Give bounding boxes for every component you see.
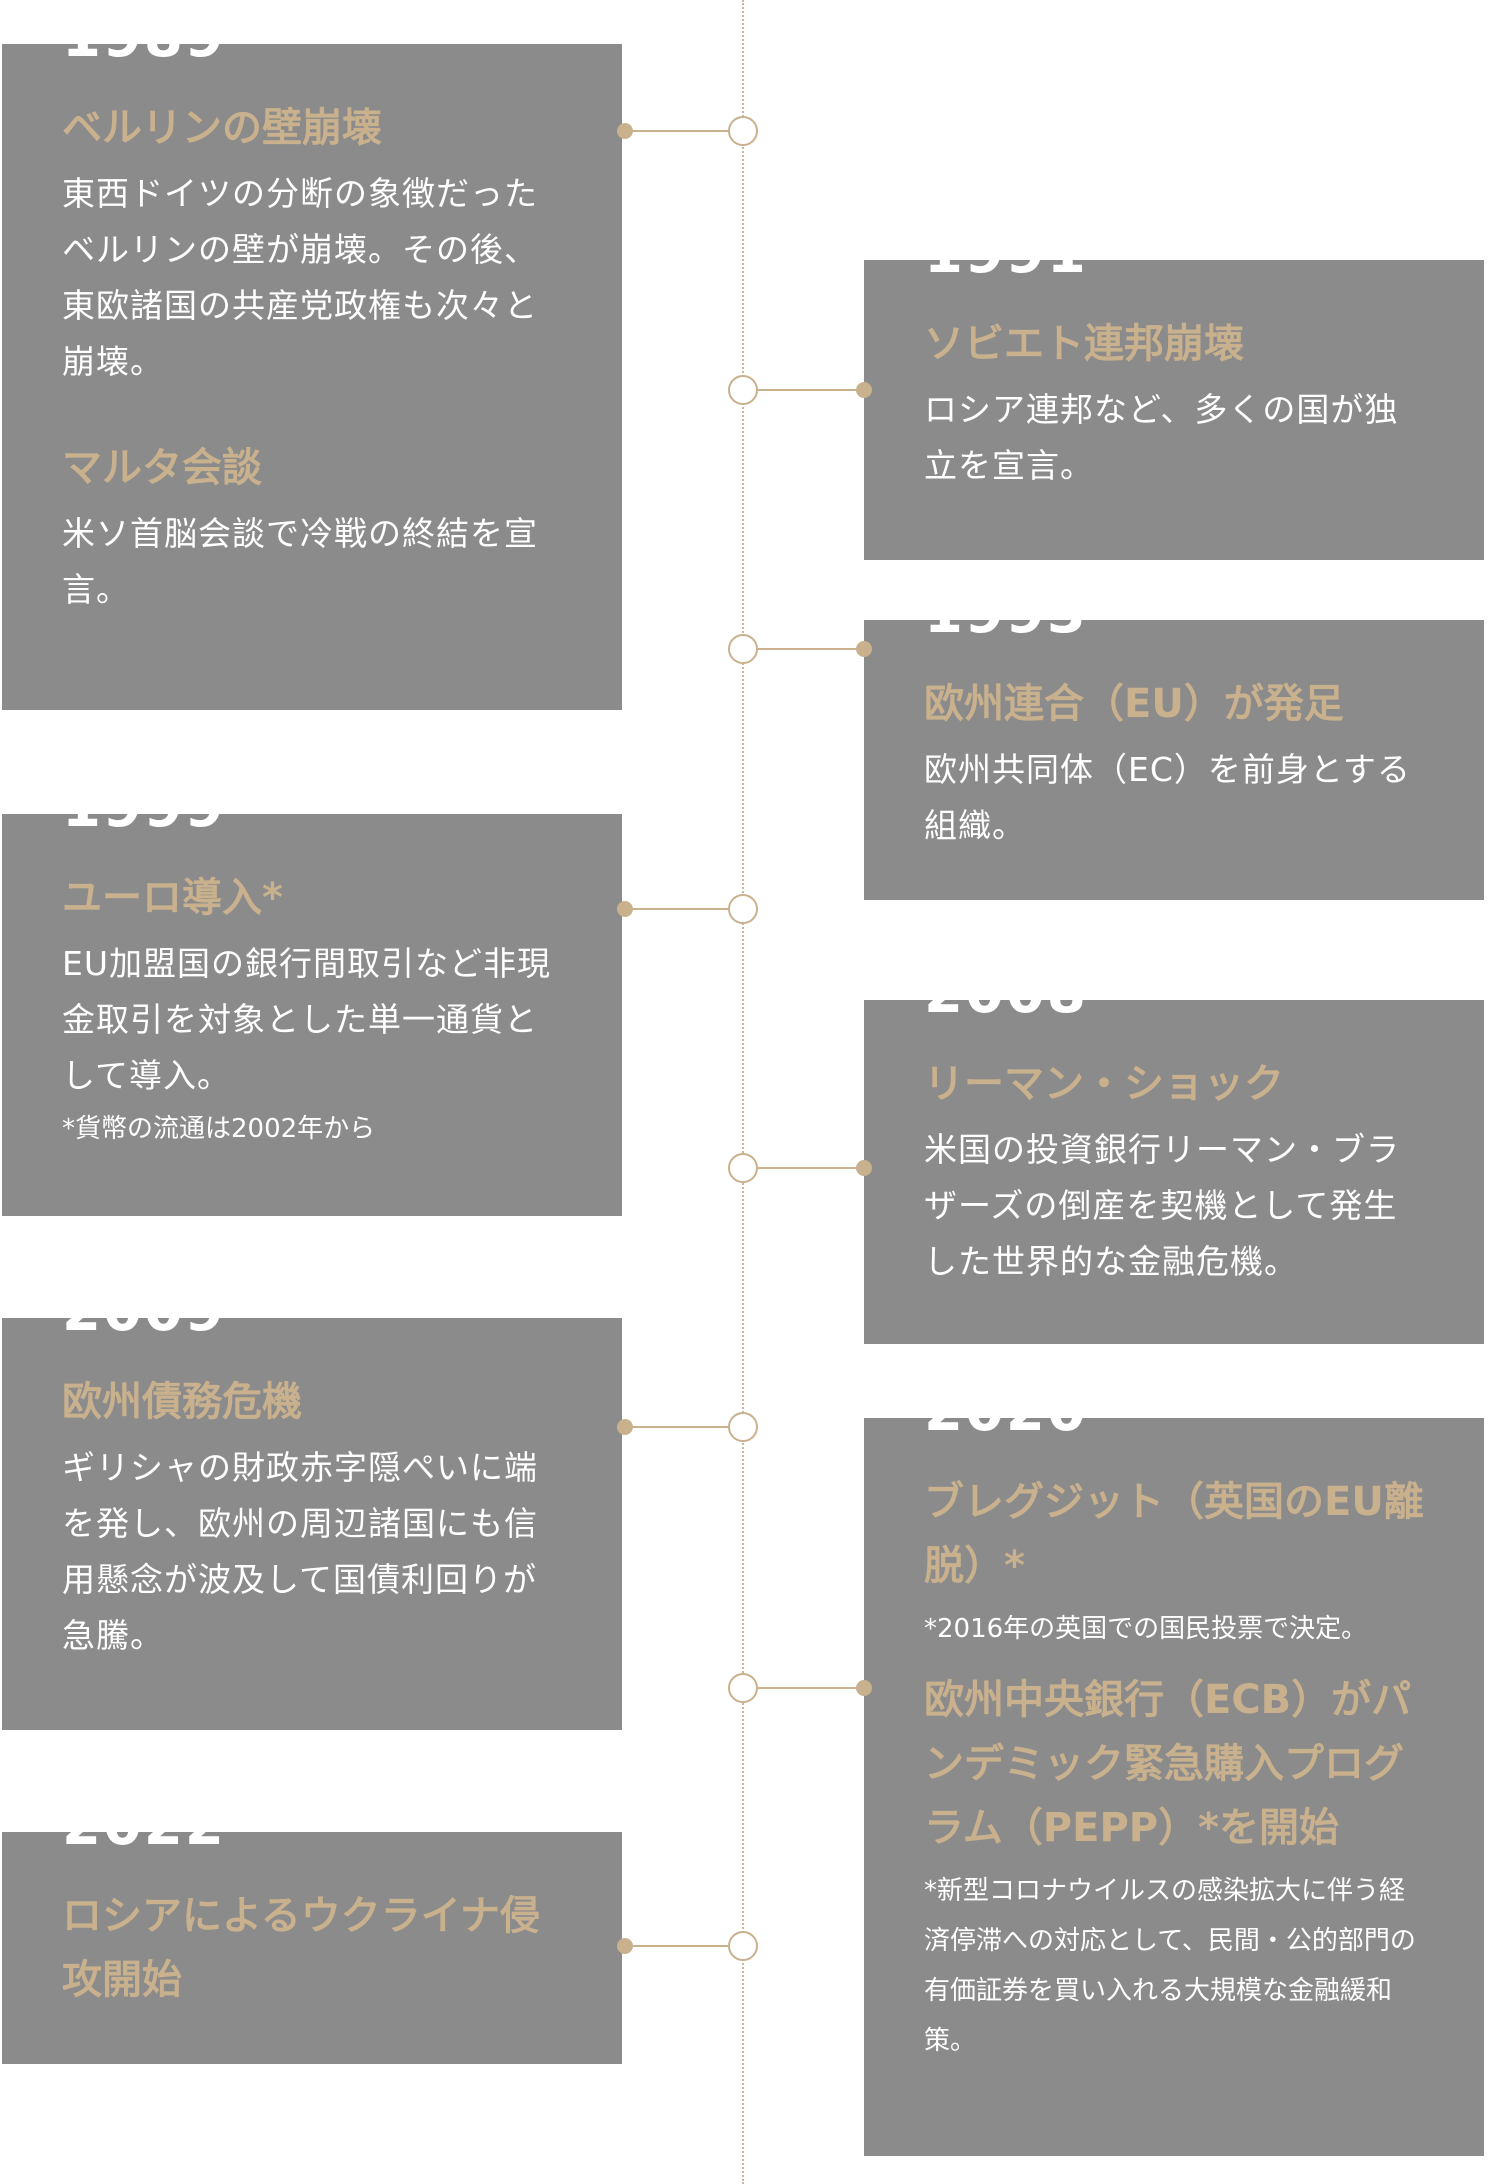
event-year: 2008: [924, 1000, 1088, 1022]
event-card-1993: 1993 欧州連合（EU）が発足 欧州共同体（EC）を前身とする組織。: [864, 620, 1484, 900]
timeline-node: [728, 894, 758, 924]
event-title: ロシアによるウクライナ侵攻開始: [62, 1893, 540, 2003]
event-title: 欧州債務危機: [62, 1379, 302, 1425]
event-body: 東西ドイツの分断の象徴だったベルリンの壁が崩壊。その後、東欧諸国の共産党政権も次…: [62, 174, 538, 381]
event-year: 1989: [62, 44, 226, 66]
connector-dot: [856, 1160, 872, 1176]
event-body: ロシア連邦など、多くの国が独立を宣言。: [924, 390, 1399, 485]
timeline-node: [728, 116, 758, 146]
timeline-axis: [742, 0, 744, 2184]
event-card-1999: 1999 ユーロ導入* EU加盟国の銀行間取引など非現金取引を対象とした単一通貨…: [2, 814, 622, 1216]
event-year: 1993: [924, 620, 1088, 642]
timeline-node: [728, 375, 758, 405]
event-note: *2016年の英国での国民投票で決定。: [924, 1614, 1368, 1644]
timeline-node: [728, 1412, 758, 1442]
event-year: 2009: [62, 1318, 226, 1340]
event-title: 欧州連合（EU）が発足: [924, 681, 1344, 727]
event-card-1991: 1991 ソビエト連邦崩壊 ロシア連邦など、多くの国が独立を宣言。: [864, 260, 1484, 560]
timeline-node: [728, 1931, 758, 1961]
event-card-2022: 2022 ロシアによるウクライナ侵攻開始: [2, 1832, 622, 2064]
event-year: 1991: [924, 260, 1088, 282]
timeline-node: [728, 634, 758, 664]
event-body: 米国の投資銀行リーマン・ブラザーズの倒産を契機として発生した世界的な金融危機。: [924, 1130, 1400, 1281]
event-title: ユーロ導入*: [62, 875, 283, 921]
event-note: *新型コロナウイルスの感染拡大に伴う経済停滞への対応として、民間・公的部門の有価…: [924, 1876, 1416, 2056]
connector-line: [758, 1687, 864, 1689]
event-title: 欧州中央銀行（ECB）がパンデミック緊急購入プログラム（PEPP）*を開始: [924, 1677, 1412, 1851]
event-body: 米ソ首脳会談で冷戦の終結を宣言。: [62, 514, 538, 609]
event-body: EU加盟国の銀行間取引など非現金取引を対象とした単一通貨として導入。: [62, 944, 552, 1095]
event-title: ベルリンの壁崩壊: [62, 105, 382, 151]
connector-line: [625, 908, 728, 910]
event-title: ソビエト連邦崩壊: [924, 321, 1244, 367]
event-year: 1999: [62, 814, 226, 836]
connector-line: [625, 130, 728, 132]
event-title: リーマン・ショック: [924, 1061, 1284, 1107]
event-body: ギリシャの財政赤字隠ぺいに端を発し、欧州の周辺諸国にも信用懸念が波及して国債利回…: [62, 1448, 538, 1655]
event-card-2009: 2009 欧州債務危機 ギリシャの財政赤字隠ぺいに端を発し、欧州の周辺諸国にも信…: [2, 1318, 622, 1730]
event-title: ブレグジット（英国のEU離脱）*: [924, 1479, 1424, 1589]
connector-line: [758, 389, 864, 391]
connector-line: [625, 1945, 728, 1947]
connector-dot: [856, 1680, 872, 1696]
connector-line: [758, 1167, 864, 1169]
event-card-2020: 2020 ブレグジット（英国のEU離脱）* *2016年の英国での国民投票で決定…: [864, 1418, 1484, 2156]
event-body: 欧州共同体（EC）を前身とする組織。: [924, 750, 1411, 845]
connector-dot: [856, 641, 872, 657]
event-year: 2022: [62, 1832, 226, 1854]
event-card-1989: 1989 ベルリンの壁崩壊 東西ドイツの分断の象徴だったベルリンの壁が崩壊。その…: [2, 44, 622, 710]
event-note: *貨幣の流通は2002年から: [62, 1114, 376, 1144]
connector-dot: [856, 382, 872, 398]
timeline-node: [728, 1673, 758, 1703]
connector-line: [625, 1426, 728, 1428]
event-title: マルタ会談: [62, 445, 262, 491]
event-year: 2020: [924, 1418, 1088, 1440]
connector-line: [758, 648, 864, 650]
timeline-node: [728, 1153, 758, 1183]
event-card-2008: 2008 リーマン・ショック 米国の投資銀行リーマン・ブラザーズの倒産を契機とし…: [864, 1000, 1484, 1344]
